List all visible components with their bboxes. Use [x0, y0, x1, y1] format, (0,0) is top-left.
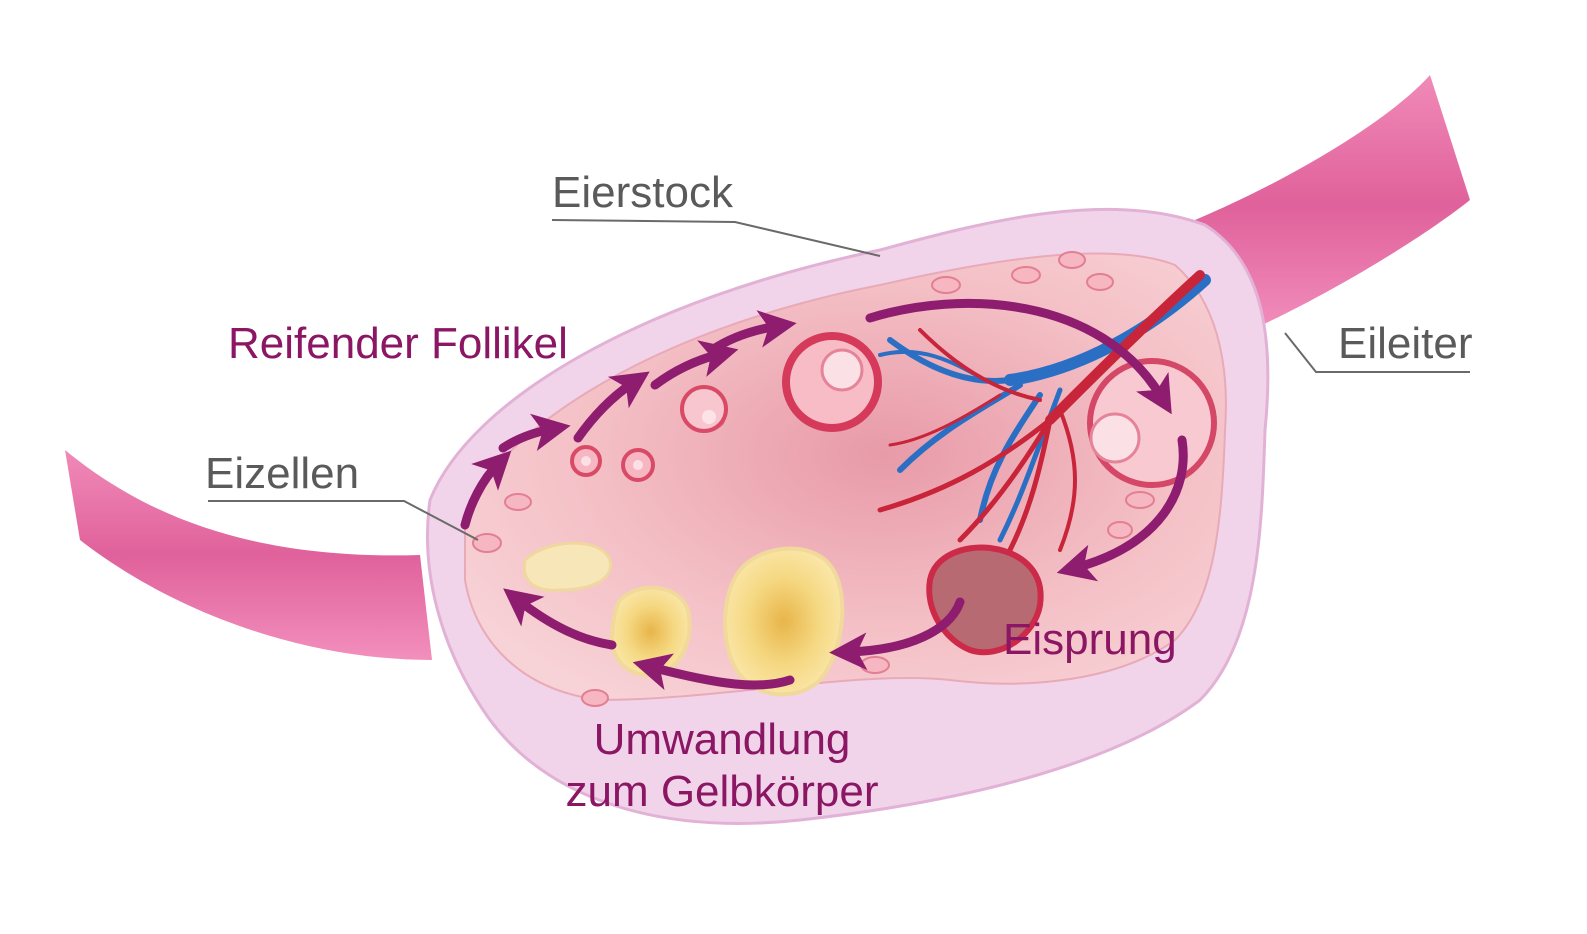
arrow-5	[707, 310, 797, 355]
growing-follicles	[570, 385, 728, 482]
corpus-luteum-medium	[609, 585, 692, 678]
arrow-1	[460, 450, 512, 530]
left-ligament	[65, 450, 432, 660]
ruptured-follicle	[926, 544, 1044, 656]
corpus-albicans	[522, 541, 613, 592]
label-umwandlung-line1: Umwandlung	[594, 715, 851, 764]
label-eileiter: Eileiter	[1338, 319, 1473, 368]
arrow-9	[632, 653, 795, 691]
fallopian-tube	[1195, 75, 1470, 335]
arrow-6	[865, 298, 1172, 415]
arrow-3	[573, 371, 650, 443]
arrow-8	[829, 597, 965, 671]
mature-follicle	[782, 332, 882, 432]
leader-eizellen	[208, 500, 479, 541]
label-eisprung: Eisprung	[1003, 615, 1177, 664]
label-reifender-follikel: Reifender Follikel	[228, 319, 568, 368]
arrow-2	[498, 413, 571, 453]
label-eizellen: Eizellen	[205, 449, 359, 498]
arrow-4	[650, 340, 739, 390]
label-eierstock: Eierstock	[552, 168, 734, 217]
leader-eileiter	[1284, 332, 1470, 373]
corpus-luteum-large	[723, 546, 845, 697]
arrow-10	[503, 588, 617, 650]
arrow-7	[1056, 435, 1188, 582]
label-umwandlung-line2: zum Gelbkörper	[565, 767, 878, 816]
leader-eierstock	[551, 219, 881, 257]
cycle-arrows	[460, 298, 1188, 691]
